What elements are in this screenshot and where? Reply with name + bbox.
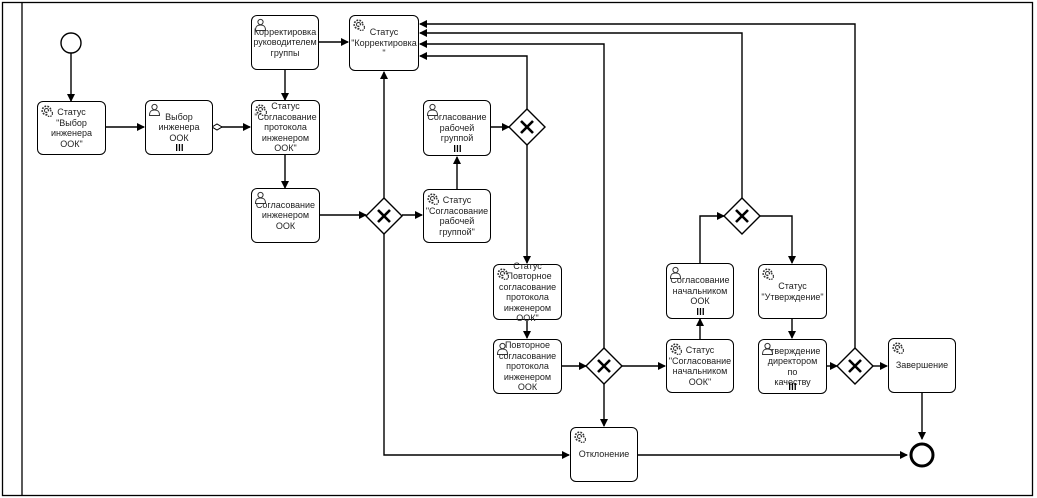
- service-task-gear-icon: [892, 342, 904, 354]
- parallel-multi-instance-icon: [789, 383, 796, 390]
- service-task-gear-icon: [427, 193, 439, 205]
- task-label: Согласование инженером ООК: [255, 199, 316, 231]
- service-task-gear-icon: [255, 104, 267, 116]
- service-task-gear-icon: [762, 268, 774, 280]
- task-label: Статус "Корректировка ": [351, 27, 417, 59]
- gateway-g5[interactable]: [836, 347, 874, 385]
- task-label: Статус "Согласование рабочей группой": [425, 195, 489, 237]
- task-label: Утверждение директором по качеству: [764, 345, 821, 388]
- task-confirmation-by-quality-director[interactable]: Утверждение директором по качеству: [758, 339, 827, 394]
- user-task-icon: [669, 266, 682, 279]
- task-approval-by-head[interactable]: Согласование начальником ООК: [666, 263, 734, 319]
- user-task-icon: [496, 342, 509, 355]
- parallel-multi-instance-icon: [453, 145, 461, 152]
- task-approval-by-working-group[interactable]: Согласование рабочей группой: [423, 100, 491, 156]
- task-label: Согласование рабочей группой: [427, 112, 487, 144]
- gateway-g3[interactable]: [585, 347, 623, 385]
- task-status-repeat-approval[interactable]: Статус "Повторное согласование протокола…: [493, 261, 562, 323]
- user-task-icon: [254, 18, 267, 31]
- flow-g4-to-t14[interactable]: [760, 215, 796, 264]
- flow-g3-to-t4[interactable]: [419, 40, 605, 348]
- flow-g2-to-t4[interactable]: [419, 52, 528, 109]
- task-correction-by-group-lead[interactable]: Корректировка руководителем группы: [251, 15, 319, 70]
- task-approval-by-engineer[interactable]: Согласование инженером ООК: [251, 188, 320, 243]
- user-task-icon: [761, 342, 774, 355]
- gateway-g4[interactable]: [723, 197, 761, 235]
- task-label: Выбор инженера ООК: [158, 111, 200, 143]
- user-task-icon: [148, 103, 161, 116]
- service-task-gear-icon: [41, 105, 53, 117]
- task-label: Повторное согласование протокола инженер…: [498, 340, 557, 393]
- task-status-engineer-selection[interactable]: Статус "Выбор инженера ООК": [37, 101, 106, 155]
- service-task-gear-icon: [670, 343, 682, 355]
- task-label: Статус "Выбор инженера ООК": [50, 107, 92, 149]
- task-status-working-group-approval[interactable]: Статус "Согласование рабочей группой": [423, 189, 491, 243]
- parallel-multi-instance-icon: [175, 144, 183, 151]
- service-task-gear-icon: [353, 19, 365, 31]
- sequence-flows: [67, 20, 926, 459]
- task-label: Завершение: [895, 360, 949, 371]
- task-status-confirmation[interactable]: Статус "Утверждение": [758, 264, 827, 319]
- flow-g4-to-t4[interactable]: [419, 29, 743, 198]
- flow-g1-to-t11[interactable]: [383, 233, 570, 459]
- task-label: Статус "Согласование начальником ООК": [668, 345, 732, 387]
- service-task-gear-icon: [574, 431, 586, 443]
- task-rejection[interactable]: Отклонение: [570, 427, 638, 482]
- user-task-icon: [254, 191, 267, 204]
- user-task-icon: [426, 103, 439, 116]
- task-status-correction[interactable]: Статус "Корректировка ": [349, 15, 419, 71]
- gateway-g1[interactable]: [365, 197, 403, 235]
- task-label: Корректировка руководителем группы: [253, 26, 317, 58]
- task-repeat-approval-by-engineer[interactable]: Повторное согласование протокола инженер…: [493, 339, 562, 394]
- end-event[interactable]: [909, 442, 935, 468]
- task-status-head-approval[interactable]: Статус "Согласование начальником ООК": [666, 339, 734, 393]
- gateway-g2[interactable]: [508, 108, 546, 146]
- service-task-gear-icon: [497, 268, 509, 280]
- task-label: Статус "Согласование протокола инженером…: [254, 101, 317, 154]
- task-label: Согласование начальником ООК: [670, 275, 730, 307]
- task-label: Статус "Утверждение": [761, 281, 824, 302]
- task-status-protocol-approval-engineer[interactable]: Статус "Согласование протокола инженером…: [251, 100, 320, 155]
- start-event[interactable]: [60, 32, 82, 54]
- parallel-multi-instance-icon: [696, 308, 704, 315]
- task-label: Отклонение: [578, 449, 630, 460]
- task-select-engineer[interactable]: Выбор инженера ООК: [145, 100, 213, 155]
- flow-t12-to-g4[interactable]: [699, 212, 725, 263]
- task-completion[interactable]: Завершение: [888, 338, 956, 393]
- task-label: Статус "Повторное согласование протокола…: [498, 260, 557, 324]
- flow-g5-to-t4[interactable]: [419, 20, 856, 348]
